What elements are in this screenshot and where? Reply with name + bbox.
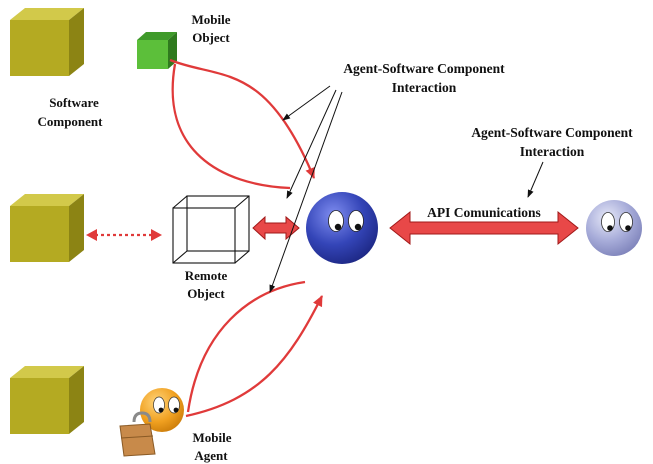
interaction-pointers: [269, 85, 544, 293]
interaction-label-right-line2: Interaction: [520, 144, 585, 159]
api-communications-label: API Comunications: [427, 205, 541, 220]
api-arrow: [389, 210, 579, 246]
mobile-agent-label-line2: Agent: [194, 448, 228, 463]
mobile-agent-label-line1: Mobile: [193, 430, 232, 445]
dotted-link-arrow: [86, 229, 162, 241]
migration-paths: [169, 58, 324, 418]
remote-agent-face-icon: [586, 200, 642, 256]
interaction-label-left-line1: Agent-Software Component: [343, 61, 505, 76]
remote-agent-arrow: [252, 215, 300, 241]
software-component-cube-bottom: [10, 366, 84, 434]
agent-face-icon: [306, 192, 378, 264]
interaction-label-left-line2: Interaction: [392, 80, 457, 95]
briefcase-icon: [119, 411, 156, 457]
software-component-label-line2: Component: [37, 114, 103, 129]
interaction-label-right-line1: Agent-Software Component: [471, 125, 633, 140]
mobile-object-label-line1: Mobile: [192, 12, 231, 27]
software-component-cube-top: [10, 8, 84, 76]
remote-object-cube: [172, 195, 250, 264]
mobile-object-cube: [137, 32, 177, 69]
mobile-object-label-line2: Object: [192, 30, 230, 45]
software-component-label-line1: Software: [49, 95, 99, 110]
remote-object-label-line1: Remote: [185, 268, 228, 283]
remote-object-label-line2: Object: [187, 286, 225, 301]
software-component-cube-middle: [10, 194, 84, 262]
